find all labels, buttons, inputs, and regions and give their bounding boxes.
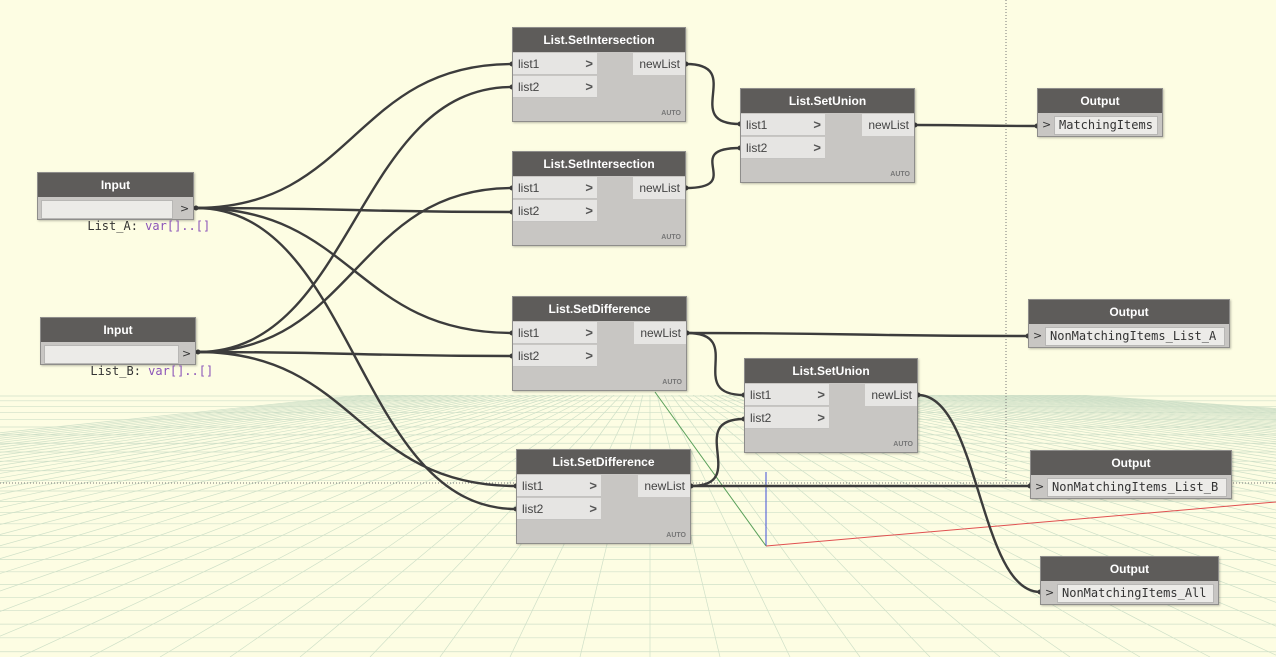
- output-port-newlist[interactable]: newList: [634, 322, 686, 344]
- input-port-list2[interactable]: list2 >: [513, 76, 597, 98]
- set-difference-node-2[interactable]: List.SetDifference list1 > list2 > newList…: [516, 449, 691, 544]
- input-port-list2[interactable]: list2 >: [741, 137, 825, 159]
- chevron-right-icon: >: [585, 203, 593, 218]
- node-title: Input: [41, 318, 195, 342]
- chevron-right-icon: >: [813, 140, 821, 155]
- node-title: List.SetDifference: [517, 450, 690, 474]
- port-label: list1: [518, 181, 540, 195]
- input-port-list2[interactable]: list2 >: [517, 498, 601, 520]
- chevron-right-icon: >: [585, 180, 593, 195]
- code-input-field[interactable]: List_A: var[]..[]: [41, 200, 210, 233]
- output-node-nonmatching-list-a[interactable]: Output > NonMatchingItems_List_A: [1028, 299, 1230, 348]
- output-port-newlist[interactable]: newList: [865, 384, 917, 406]
- chevron-right-icon: >: [589, 478, 597, 493]
- node-title: Output: [1031, 451, 1231, 475]
- node-title: List.SetIntersection: [513, 28, 685, 52]
- port-label: list1: [522, 479, 544, 493]
- node-title: Output: [1029, 300, 1229, 324]
- set-intersection-node-1[interactable]: List.SetIntersection list1 > list2 > newLi…: [512, 27, 686, 122]
- output-port-arrow[interactable]: >: [182, 347, 192, 360]
- lacing-label: AUTO: [662, 379, 682, 386]
- input-port-list1[interactable]: list1 >: [513, 322, 597, 344]
- code-input-field[interactable]: List_B: var[]..[]: [44, 345, 213, 378]
- input-port-arrow[interactable]: >: [1045, 586, 1055, 599]
- lacing-label: AUTO: [666, 532, 686, 539]
- port-label: list1: [518, 57, 540, 71]
- input-port-arrow[interactable]: >: [1033, 329, 1043, 342]
- lacing-label: AUTO: [890, 171, 910, 178]
- chevron-right-icon: >: [585, 56, 593, 71]
- port-label: list2: [522, 502, 544, 516]
- port-label: list1: [518, 326, 540, 340]
- output-node-nonmatching-list-b[interactable]: Output > NonMatchingItems_List_B: [1030, 450, 1232, 499]
- node-title: List.SetDifference: [513, 297, 686, 321]
- output-port-newlist[interactable]: newList: [633, 177, 685, 199]
- chevron-right-icon: >: [813, 117, 821, 132]
- set-difference-node-1[interactable]: List.SetDifference list1 > list2 > newList…: [512, 296, 687, 391]
- output-port-newlist[interactable]: newList: [862, 114, 914, 136]
- set-intersection-node-2[interactable]: List.SetIntersection list1 > list2 > newLi…: [512, 151, 686, 246]
- output-node-nonmatching-all[interactable]: Output > NonMatchingItems_All: [1040, 556, 1219, 605]
- output-port-arrow[interactable]: >: [180, 202, 190, 215]
- port-label: list2: [518, 80, 540, 94]
- chevron-right-icon: >: [585, 79, 593, 94]
- chevron-right-icon: >: [589, 501, 597, 516]
- variable-name: List_A: [87, 219, 131, 233]
- type-keyword: var[]..[]: [148, 364, 214, 378]
- input-port-arrow[interactable]: >: [1035, 480, 1045, 493]
- separator: :: [130, 219, 146, 233]
- port-label: list2: [518, 204, 540, 218]
- node-title: Output: [1041, 557, 1218, 581]
- input-node-list-b[interactable]: Input List_B: var[]..[] >: [40, 317, 213, 378]
- chevron-right-icon: >: [585, 325, 593, 340]
- input-port-arrow[interactable]: >: [1042, 118, 1052, 131]
- chevron-right-icon: >: [585, 348, 593, 363]
- type-keyword: var[]..[]: [145, 219, 211, 233]
- node-title: Input: [38, 173, 193, 197]
- input-port-list2[interactable]: list2 >: [745, 407, 829, 429]
- port-label: list1: [750, 388, 772, 402]
- lacing-label: AUTO: [661, 234, 681, 241]
- lacing-label: AUTO: [893, 441, 913, 448]
- set-union-node-1[interactable]: List.SetUnion list1 > list2 > newList AUTO: [740, 88, 915, 183]
- output-name-field[interactable]: NonMatchingItems_All: [1057, 584, 1214, 603]
- input-node-list-a[interactable]: Input List_A: var[]..[] >: [37, 172, 210, 233]
- output-node-matching-items[interactable]: Output > MatchingItems: [1037, 88, 1163, 137]
- input-port-list2[interactable]: list2 >: [513, 200, 597, 222]
- input-port-list2[interactable]: list2 >: [513, 345, 597, 367]
- output-name-field[interactable]: NonMatchingItems_List_A: [1045, 327, 1225, 346]
- input-port-list1[interactable]: list1 >: [513, 177, 597, 199]
- separator: :: [133, 364, 149, 378]
- output-name-field[interactable]: MatchingItems: [1054, 116, 1158, 135]
- chevron-right-icon: >: [817, 410, 825, 425]
- input-port-list1[interactable]: list1 >: [517, 475, 601, 497]
- output-name-field[interactable]: NonMatchingItems_List_B: [1047, 478, 1227, 497]
- port-label: list2: [750, 411, 772, 425]
- lacing-label: AUTO: [661, 110, 681, 117]
- port-label: list2: [746, 141, 768, 155]
- set-union-node-2[interactable]: List.SetUnion list1 > list2 > newList AUTO: [744, 358, 918, 453]
- input-port-list1[interactable]: list1 >: [741, 114, 825, 136]
- output-port-newlist[interactable]: newList: [638, 475, 690, 497]
- node-title: Output: [1038, 89, 1162, 113]
- port-label: list1: [746, 118, 768, 132]
- input-port-list1[interactable]: list1 >: [513, 53, 597, 75]
- port-label: list2: [518, 349, 540, 363]
- output-port-newlist[interactable]: newList: [633, 53, 685, 75]
- node-title: List.SetIntersection: [513, 152, 685, 176]
- chevron-right-icon: >: [817, 387, 825, 402]
- input-port-list1[interactable]: list1 >: [745, 384, 829, 406]
- node-title: List.SetUnion: [741, 89, 914, 113]
- variable-name: List_B: [90, 364, 134, 378]
- node-title: List.SetUnion: [745, 359, 917, 383]
